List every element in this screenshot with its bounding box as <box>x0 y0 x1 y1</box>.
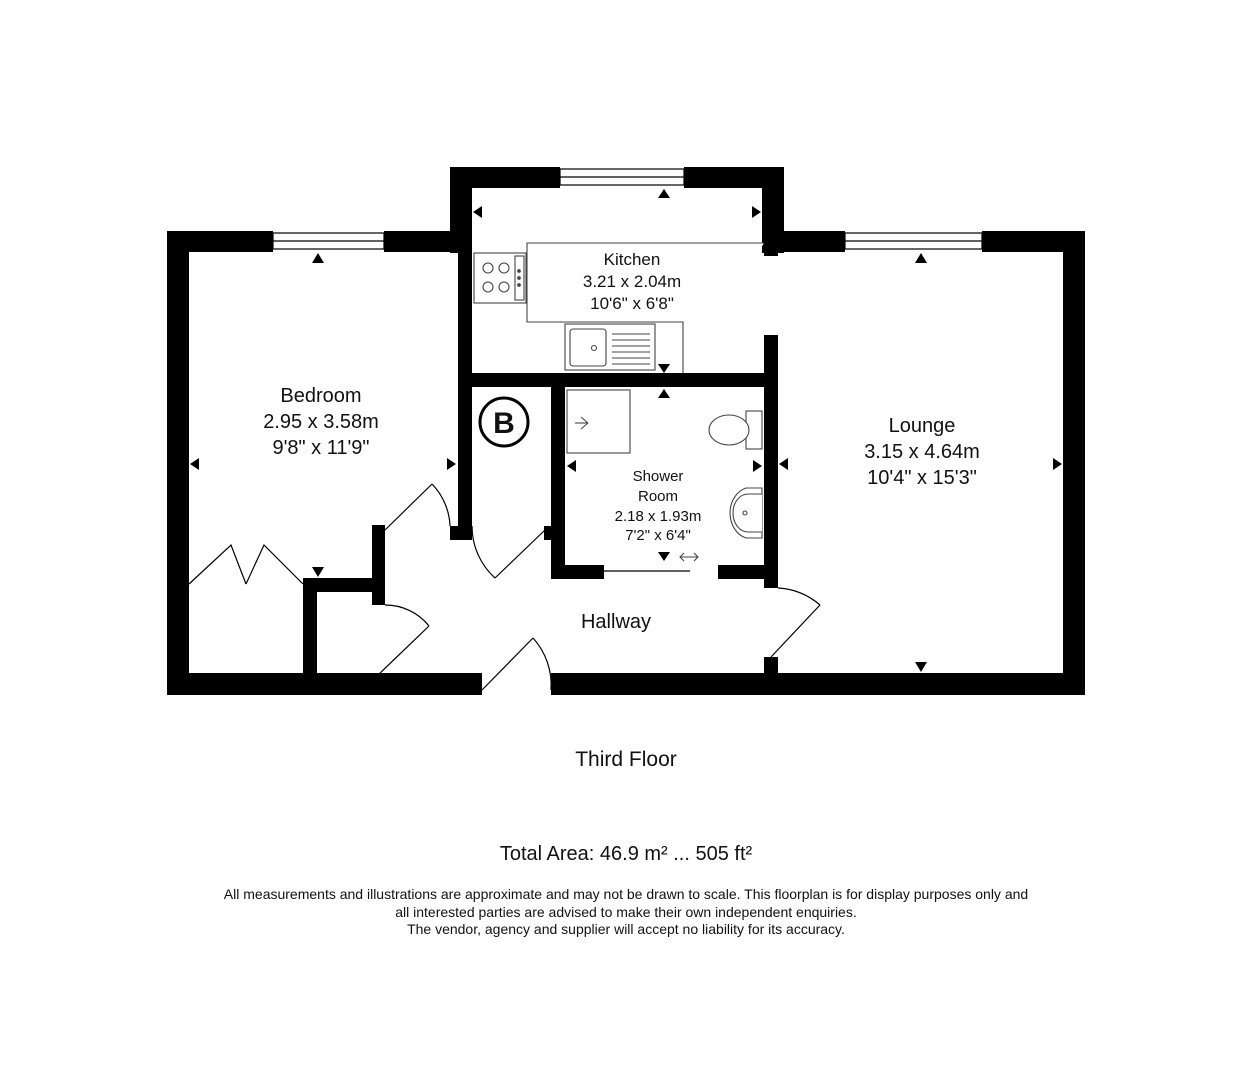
disclaimer-line: All measurements and illustrations are a… <box>223 886 1029 902</box>
shower-tray-icon <box>566 389 631 454</box>
hallway-label: Hallway <box>581 611 651 633</box>
lounge-door <box>770 604 821 658</box>
kitchen-metric: 3.21 x 2.04m <box>583 272 681 291</box>
closet-door <box>377 625 430 676</box>
disclaimer: All measurements and illustrations are a… <box>0 886 1252 939</box>
shower-fixtures <box>566 389 763 562</box>
front-door <box>481 637 534 691</box>
shower-name-line2: Room <box>638 488 678 505</box>
bedroom-metric: 2.95 x 3.58m <box>263 411 379 433</box>
disclaimer-line: all interested parties are advised to ma… <box>395 903 857 920</box>
lounge-imperial: 10'4" x 15'3" <box>867 467 977 489</box>
disclaimer-line: The vendor, agency and supplier will acc… <box>407 921 845 937</box>
shower-door <box>494 529 546 579</box>
wardrobe-doors <box>188 543 247 585</box>
kitchen-label: Kitchen 3.21 x 2.04m 10'6" x 6'8" <box>583 250 681 313</box>
shower-name-line1: Shower <box>633 468 684 485</box>
bedroom-imperial: 9'8" x 11'9" <box>272 437 369 459</box>
kitchen-imperial: 10'6" x 6'8" <box>590 294 674 313</box>
bedroom-door <box>384 483 433 531</box>
bedroom-label: Bedroom 2.95 x 3.58m 9'8" x 11'9" <box>263 385 379 459</box>
windows <box>272 168 983 250</box>
kitchen-name: Kitchen <box>604 250 661 269</box>
shower-imperial: 7'2" x 6'4" <box>625 527 691 544</box>
lounge-name: Lounge <box>889 415 956 437</box>
measurement-arrows <box>190 189 1062 672</box>
kitchen-fixtures <box>473 242 764 373</box>
svg-text:B: B <box>493 407 515 440</box>
walls <box>167 167 1085 695</box>
shower-metric: 2.18 x 1.93m <box>615 508 702 525</box>
worktop <box>526 242 764 373</box>
total-area: Total Area: 46.9 m² ... 505 ft² <box>499 843 753 865</box>
lounge-metric: 3.15 x 4.64m <box>864 441 980 463</box>
lounge-label: Lounge 3.15 x 4.64m 10'4" x 15'3" <box>864 415 980 489</box>
bedroom-name: Bedroom <box>280 385 361 407</box>
boiler-icon: B <box>478 396 530 448</box>
doors <box>188 483 821 691</box>
shower-room-label: Shower Room 2.18 x 1.93m 7'2" x 6'4" <box>615 468 702 544</box>
floor-name: Third Floor <box>575 748 677 771</box>
